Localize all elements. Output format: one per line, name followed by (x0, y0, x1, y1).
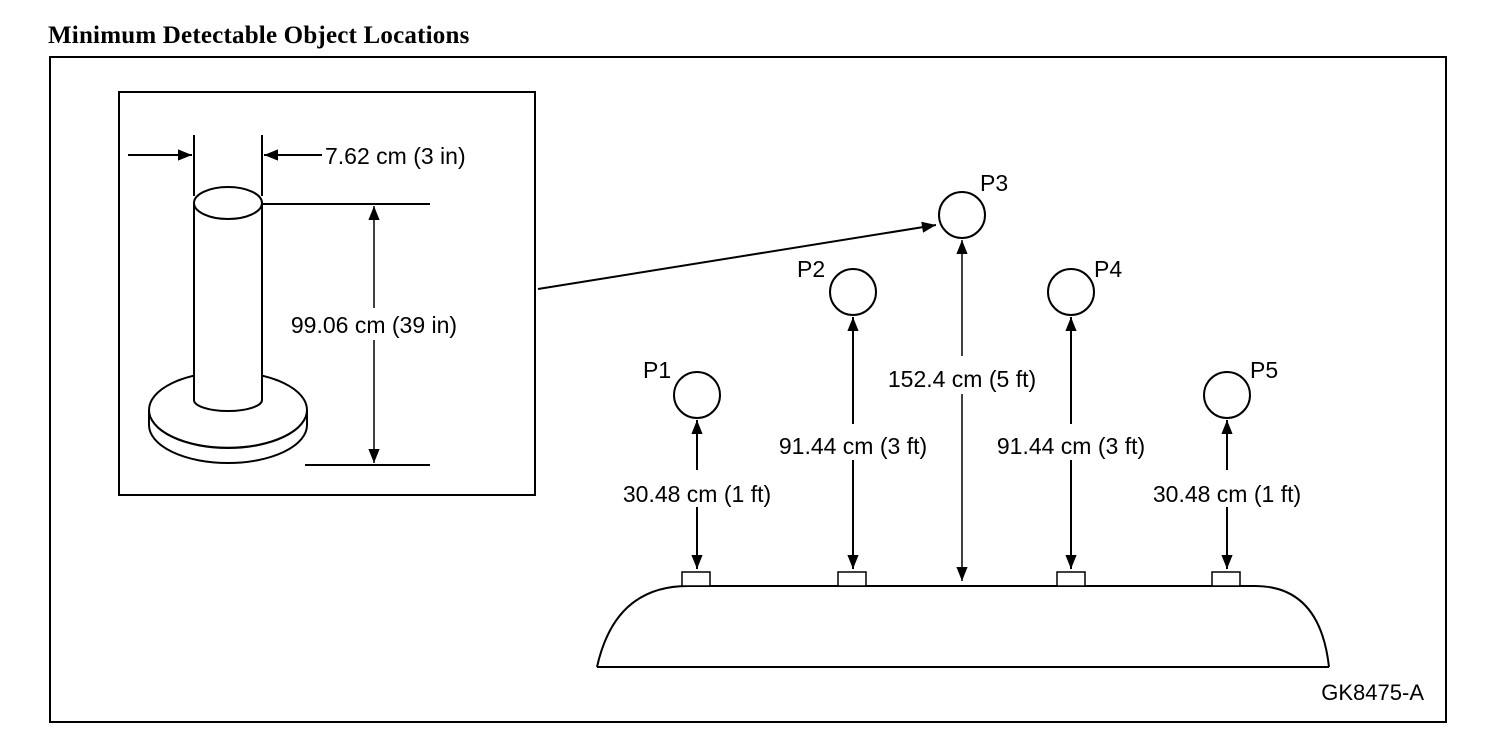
diameter-label: 7.62 cm (3 in) (325, 143, 466, 169)
position-p1: P1 30.48 cm (1 ft) (623, 357, 771, 569)
position-p4: P4 91.44 cm (3 ft) (997, 256, 1145, 569)
figure-id: GK8475-A (1321, 680, 1424, 705)
page-title: Minimum Detectable Object Locations (48, 22, 470, 49)
height-label: 99.06 cm (39 in) (291, 312, 457, 338)
position-p2: P2 91.44 cm (3 ft) (779, 256, 927, 569)
object-marker-p4 (1047, 268, 1095, 316)
distance-label-p2: 91.44 cm (3 ft) (779, 433, 927, 459)
sensor-4 (1211, 571, 1241, 587)
vehicle-rear-bumper (596, 585, 1330, 668)
position-p3: P3 152.4 cm (5 ft) (888, 170, 1036, 581)
distance-label-p5: 30.48 cm (1 ft) (1153, 481, 1301, 507)
object-marker-p5 (1203, 371, 1251, 419)
object-marker-p1 (673, 371, 721, 419)
position-label-p1: P1 (643, 357, 671, 383)
inset-leader-arrow (537, 221, 937, 290)
position-label-p2: P2 (797, 256, 825, 282)
sensor-1 (681, 571, 711, 587)
object-marker-p2 (829, 268, 877, 316)
object-marker-p3 (938, 191, 986, 239)
distance-label-p4: 91.44 cm (3 ft) (997, 433, 1145, 459)
position-p5: P5 30.48 cm (1 ft) (1153, 357, 1301, 569)
outer-frame (49, 56, 1447, 723)
distance-label-p3: 152.4 cm (5 ft) (888, 366, 1036, 392)
inset-test-object: 7.62 cm (3 in) 99.06 cm (39 in) (118, 91, 536, 496)
distance-label-p1: 30.48 cm (1 ft) (623, 481, 771, 507)
object-cylinder (193, 186, 263, 412)
position-label-p3: P3 (980, 170, 1008, 196)
position-label-p5: P5 (1250, 357, 1278, 383)
sensor-3 (1056, 571, 1086, 587)
position-label-p4: P4 (1094, 256, 1122, 282)
sensor-2 (837, 571, 867, 587)
